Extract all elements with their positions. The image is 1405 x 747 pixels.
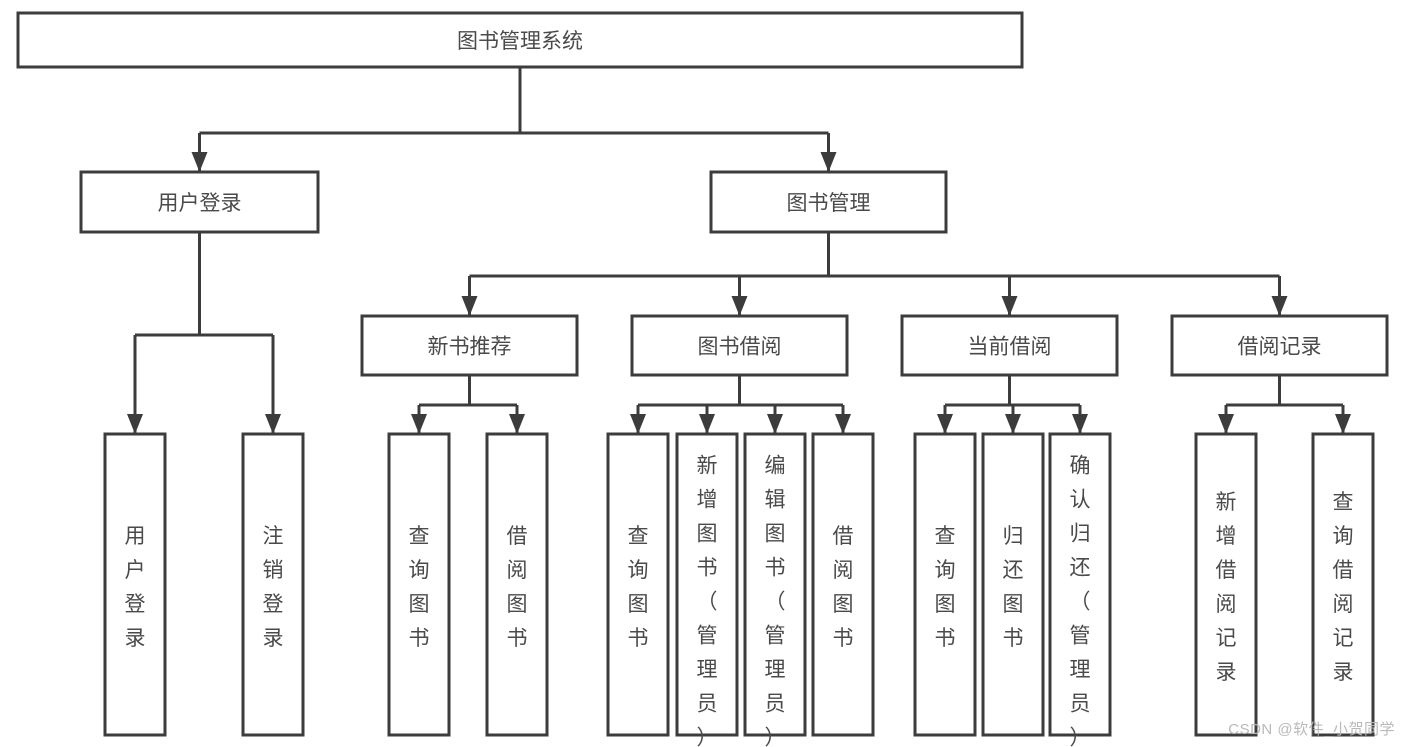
node-label: 编辑图书（管理员） <box>765 455 786 747</box>
node-box[interactable] <box>709 170 948 234</box>
arrow-head-icon <box>1072 414 1088 434</box>
node-label: 当前借阅 <box>968 336 1052 359</box>
node-box[interactable] <box>981 432 1045 737</box>
arrow-head-icon <box>1218 414 1234 434</box>
node-box[interactable] <box>485 432 549 737</box>
node-box[interactable] <box>900 314 1119 377</box>
arrow-head-icon <box>411 414 427 434</box>
arrow-head-icon <box>820 152 837 172</box>
arrow-head-icon <box>461 296 478 316</box>
node-leaf-confirm-return[interactable]: 确认归还（管理员） <box>1048 432 1112 747</box>
node-book-borrow[interactable]: 图书借阅 <box>630 314 849 377</box>
node-box[interactable] <box>1194 432 1258 737</box>
arrow-head-icon <box>127 414 143 434</box>
node-label: 用户登录 <box>158 192 242 215</box>
node-label: 图书管理系统 <box>457 30 583 53</box>
node-box[interactable] <box>606 432 670 737</box>
node-leaf-logout-login[interactable]: 注销登录 <box>241 432 305 737</box>
node-leaf-query-book-current[interactable]: 查询图书 <box>913 432 977 737</box>
node-label: 查询借阅记录 <box>1333 491 1354 684</box>
arrow-head-icon <box>1005 414 1021 434</box>
node-box[interactable] <box>103 432 167 737</box>
arrow-head-icon <box>1001 296 1018 316</box>
node-leaf-add-borrow-record[interactable]: 新增借阅记录 <box>1194 432 1258 737</box>
arrow-head-icon <box>767 414 783 434</box>
node-user-login[interactable]: 用户登录 <box>79 170 320 234</box>
node-label: 用户登录 <box>125 525 146 650</box>
node-new-book-recommend[interactable]: 新书推荐 <box>360 314 579 377</box>
node-box[interactable] <box>913 432 977 737</box>
node-box[interactable] <box>743 432 807 737</box>
node-box[interactable] <box>79 170 320 234</box>
node-box[interactable] <box>1311 432 1375 737</box>
arrow-head-icon <box>509 414 525 434</box>
node-leaf-user-login[interactable]: 用户登录 <box>103 432 167 737</box>
node-label: 图书借阅 <box>698 336 782 359</box>
arrow-head-icon <box>937 414 953 434</box>
arrow-head-icon <box>1335 414 1351 434</box>
node-label: 注销登录 <box>263 525 284 650</box>
node-leaf-return-book[interactable]: 归还图书 <box>981 432 1045 737</box>
node-label: 确认归还（管理员） <box>1070 455 1091 747</box>
node-label: 新书推荐 <box>428 336 512 359</box>
node-label: 查询图书 <box>935 525 956 650</box>
arrow-head-icon <box>699 414 715 434</box>
node-label: 新增借阅记录 <box>1216 491 1237 684</box>
node-box[interactable] <box>1048 432 1112 737</box>
node-leaf-borrow-book-recommend[interactable]: 借阅图书 <box>485 432 549 737</box>
node-label: 新增图书（管理员） <box>697 455 718 747</box>
node-box[interactable] <box>1170 314 1389 377</box>
node-borrow-record[interactable]: 借阅记录 <box>1170 314 1389 377</box>
arrow-head-icon <box>835 414 851 434</box>
node-label: 借阅图书 <box>507 525 528 650</box>
node-label: 查询图书 <box>628 525 649 650</box>
node-box[interactable] <box>387 432 451 737</box>
node-box[interactable] <box>16 11 1024 69</box>
node-root[interactable]: 图书管理系统 <box>16 11 1024 69</box>
node-leaf-add-book[interactable]: 新增图书（管理员） <box>675 432 739 747</box>
csdn-watermark: CSDN @软件_小贺同学 <box>1228 721 1395 738</box>
node-box[interactable] <box>811 432 875 737</box>
node-label: 归还图书 <box>1003 525 1024 650</box>
node-box[interactable] <box>241 432 305 737</box>
node-leaf-borrow-book[interactable]: 借阅图书 <box>811 432 875 737</box>
arrow-head-icon <box>1271 296 1288 316</box>
node-box[interactable] <box>630 314 849 377</box>
node-book-management[interactable]: 图书管理 <box>709 170 948 234</box>
arrow-head-icon <box>265 414 281 434</box>
node-leaf-query-book-recommend[interactable]: 查询图书 <box>387 432 451 737</box>
node-leaf-edit-book[interactable]: 编辑图书（管理员） <box>743 432 807 747</box>
node-box[interactable] <box>360 314 579 377</box>
node-leaf-query-book-borrow[interactable]: 查询图书 <box>606 432 670 737</box>
arrow-head-icon <box>191 152 208 172</box>
node-label: 借阅记录 <box>1238 336 1322 359</box>
node-box[interactable] <box>675 432 739 737</box>
node-label: 图书管理 <box>787 192 871 215</box>
node-current-borrow[interactable]: 当前借阅 <box>900 314 1119 377</box>
arrow-head-icon <box>630 414 646 434</box>
node-label: 借阅图书 <box>833 525 854 650</box>
node-label: 查询图书 <box>409 525 430 650</box>
node-leaf-query-borrow-record[interactable]: 查询借阅记录 <box>1311 432 1375 737</box>
arrow-head-icon <box>731 296 748 316</box>
